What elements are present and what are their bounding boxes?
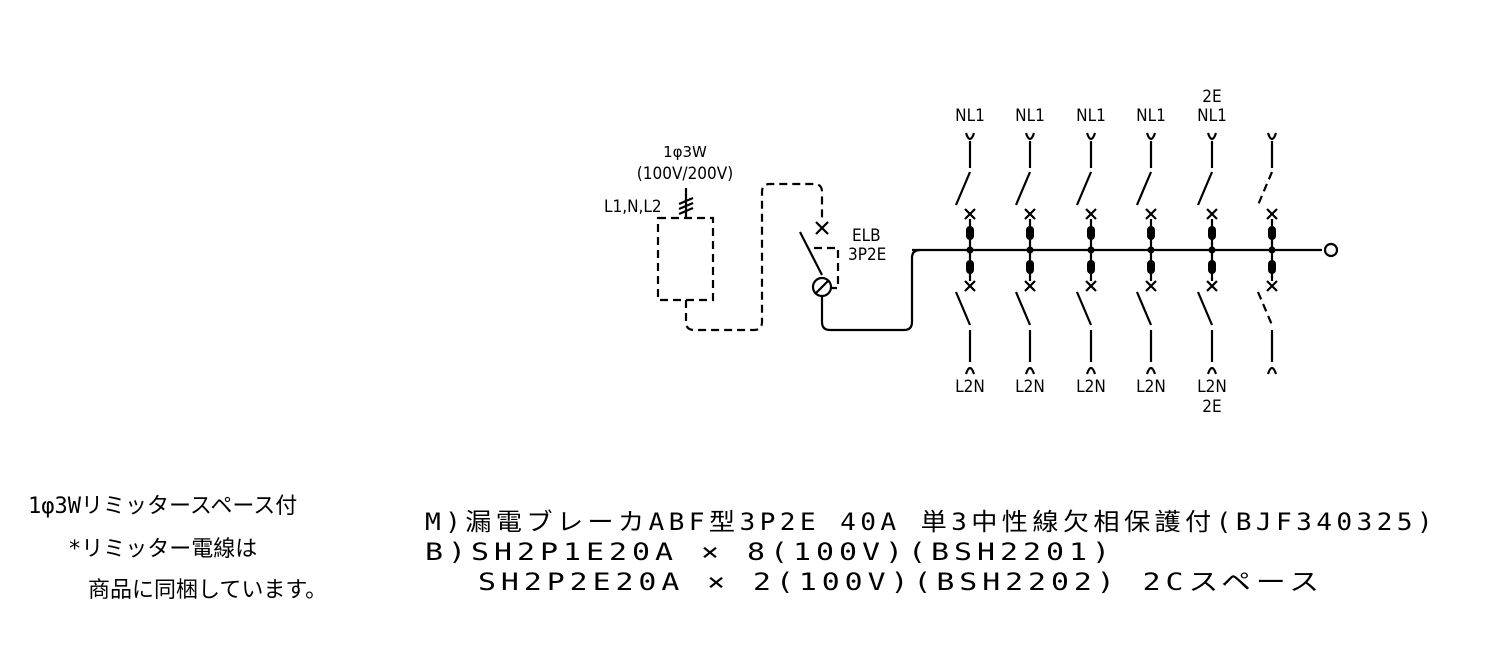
switch-blade-top bbox=[1256, 171, 1274, 206]
terminal-top bbox=[1266, 132, 1278, 141]
contact-pill bbox=[1208, 226, 1216, 240]
branch-breaker-1 bbox=[954, 132, 976, 375]
terminal-top bbox=[1024, 132, 1036, 141]
switch-blade-top bbox=[1014, 171, 1032, 206]
contact-pill bbox=[966, 226, 974, 240]
terminal-top bbox=[1145, 132, 1157, 141]
branch-top-label: NL1 bbox=[1136, 106, 1166, 126]
branch-breaker-6 bbox=[1256, 132, 1278, 375]
switch-blade-bottom bbox=[1075, 291, 1093, 326]
main-breaker-type: 3P2E bbox=[848, 245, 886, 265]
terminal-bottom bbox=[1145, 366, 1157, 375]
contact-pill bbox=[1026, 226, 1034, 240]
spec-line-1: M)漏電ブレーカABF型3P2E 40A 単3中性線欠相保護付(BJF34032… bbox=[425, 508, 1437, 536]
terminal-top bbox=[964, 132, 976, 141]
contact-pill bbox=[1147, 260, 1155, 274]
branch-breaker-5 bbox=[1196, 132, 1218, 375]
junction-dot bbox=[1208, 246, 1216, 254]
contact-pill bbox=[1087, 226, 1095, 240]
limiter-space-box bbox=[656, 216, 715, 302]
three-wire-symbol bbox=[678, 188, 694, 218]
terminal-bottom bbox=[1024, 366, 1036, 375]
branch-breaker-3 bbox=[1075, 132, 1097, 375]
switch-blade-bottom bbox=[1135, 291, 1153, 326]
terminal-bottom bbox=[964, 366, 976, 375]
spec-line-2: B)SH2P1E20A × 8(100V)(BSH2201) bbox=[425, 538, 1115, 566]
switch-blade-top bbox=[1135, 171, 1153, 206]
terminal-bottom bbox=[1085, 366, 1097, 375]
junction-dot bbox=[966, 246, 974, 254]
terminal-bottom bbox=[1206, 366, 1218, 375]
branch-top-label: NL1 bbox=[1076, 106, 1106, 126]
branch-breaker-4 bbox=[1135, 132, 1157, 375]
contact-pill bbox=[966, 260, 974, 274]
branch-top-label: NL1 bbox=[1015, 106, 1045, 126]
contact-pill bbox=[1268, 260, 1276, 274]
supply-phase-label: 1φ3W bbox=[663, 143, 707, 161]
supply-voltage-label: (100V/200V) bbox=[637, 164, 733, 184]
switch-blade-top bbox=[1075, 171, 1093, 206]
terminal-top bbox=[1085, 132, 1097, 141]
junction-dot bbox=[1147, 246, 1155, 254]
branch-top-extra-label: 2E bbox=[1202, 87, 1221, 107]
main-breaker-name: ELB bbox=[852, 226, 881, 246]
branch-bottom-label: L2N bbox=[1076, 377, 1106, 397]
junction-dot bbox=[1026, 246, 1034, 254]
junction-dot bbox=[1268, 246, 1276, 254]
busbar-terminal bbox=[1323, 242, 1339, 258]
switch-blade-bottom bbox=[954, 291, 972, 326]
switch-blade-bottom bbox=[1256, 291, 1274, 326]
contact-pill bbox=[1026, 260, 1034, 274]
switch-blade-top bbox=[954, 171, 972, 206]
branch-bottom-label: L2N bbox=[1015, 377, 1045, 397]
junction-dot bbox=[1087, 246, 1095, 254]
branch-top-label: NL1 bbox=[1197, 106, 1227, 126]
switch-blade-bottom bbox=[1014, 291, 1032, 326]
note-line-3: 商品に同梱しています。 bbox=[88, 578, 327, 603]
contact-pill bbox=[1208, 260, 1216, 274]
note-line-1: 1φ3Wリミッタースペース付 bbox=[28, 494, 297, 519]
spec-line-3: SH2P2E20A × 2(100V)(BSH2202) 2Cスペース bbox=[478, 568, 1324, 596]
switch-blade-bottom bbox=[1196, 291, 1214, 326]
branch-bottom-label: L2N bbox=[1136, 377, 1166, 397]
main-breaker bbox=[799, 221, 921, 332]
branch-bottom-label: L2N bbox=[955, 377, 985, 397]
limiter-wire bbox=[684, 182, 824, 332]
contact-pill bbox=[1268, 226, 1276, 240]
contact-pill bbox=[1147, 226, 1155, 240]
supply-lines-label: L1,N,L2 bbox=[604, 197, 662, 217]
branch-top-label: NL1 bbox=[955, 106, 985, 126]
switch-blade-top bbox=[1196, 171, 1214, 206]
terminal-bottom bbox=[1266, 366, 1278, 375]
branch-bottom-extra-label: 2E bbox=[1202, 397, 1221, 417]
terminal-top bbox=[1206, 132, 1218, 141]
note-line-2: *リミッター電線は bbox=[68, 537, 257, 562]
contact-pill bbox=[1087, 260, 1095, 274]
branch-bottom-label: L2N bbox=[1197, 377, 1227, 397]
branch-breaker-2 bbox=[1014, 132, 1036, 375]
